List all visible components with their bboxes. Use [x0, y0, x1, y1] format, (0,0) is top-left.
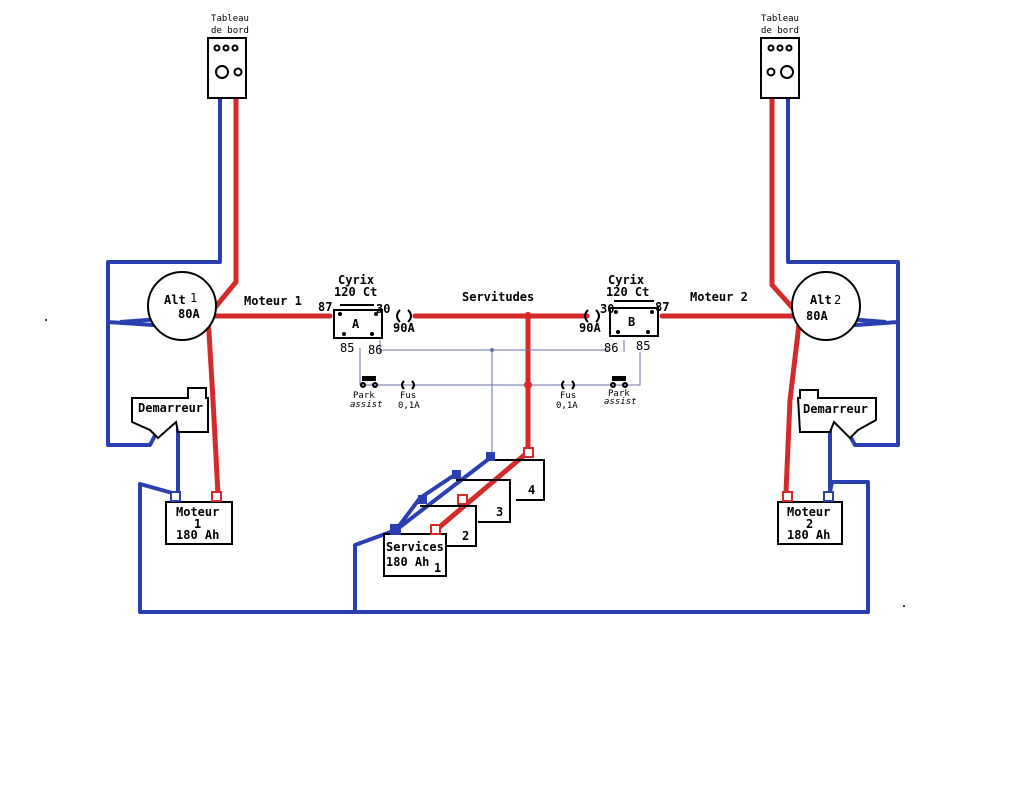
service-battery-1: Services 180 Ah 1	[383, 533, 447, 577]
coupler-a-pin-85: 85	[340, 341, 354, 355]
alternator-left-rating: 80A	[178, 307, 200, 321]
engine-line-left-label: Moteur 1	[244, 294, 302, 308]
park-assist-left-1: Park	[353, 391, 375, 401]
coupler-b-pin-30: 30	[600, 302, 614, 316]
coupler-b: Cyrix 120 Ct B 87 30 85 86 90A	[579, 273, 669, 355]
alternator-left-name: Alt	[164, 293, 186, 307]
starter-left: Demarreur	[131, 387, 209, 440]
battery-engine-right: Moteur 2 180 Ah	[777, 491, 843, 545]
dashboard-left-title-2: de bord	[211, 26, 249, 36]
dashboard-right: Tableau de bord	[760, 14, 800, 99]
small-fuse-right-2: 0,1A	[556, 401, 578, 411]
dashboard-right-title-2: de bord	[761, 26, 799, 36]
battery-left-capacity: 180 Ah	[176, 528, 219, 542]
coupler-a-title-1: Cyrix	[338, 273, 374, 287]
coupler-b-pin-86: 86	[604, 341, 618, 355]
service-battery-capacity: 180 Ah	[386, 555, 429, 569]
service-battery-3-number: 3	[496, 505, 503, 519]
services-line-label: Servitudes	[462, 290, 534, 304]
service-battery-1-number: 1	[434, 561, 441, 575]
engine-line-right-label: Moteur 2	[690, 290, 748, 304]
alternator-left-number: 1	[190, 291, 197, 305]
battery-right-line2: 2	[806, 517, 813, 531]
service-battery-name: Services	[386, 540, 444, 554]
coupler-a-title-2: 120 Ct	[334, 285, 377, 299]
coupler-b-pin-85: 85	[636, 339, 650, 353]
park-assist-left: Park assist	[350, 376, 383, 410]
starter-right-label: Demarreur	[803, 402, 868, 416]
alternator-left: Alt 1 80A	[147, 271, 217, 341]
positive-wiring	[205, 95, 803, 533]
alternator-right-name: Alt	[810, 293, 832, 307]
park-assist-left-2: assist	[350, 400, 383, 410]
battery-left-line1: Moteur	[176, 505, 219, 519]
small-fuse-right-1: Fus	[560, 391, 576, 401]
park-assist-right-1: Park	[608, 389, 630, 399]
battery-right-capacity: 180 Ah	[787, 528, 830, 542]
coupler-a-pin-86: 86	[368, 343, 382, 357]
dashboard-left-title-1: Tableau	[211, 14, 249, 24]
small-fuse-left-1: Fus	[400, 391, 416, 401]
alternator-right: Alt 2 80A	[791, 271, 861, 341]
service-battery-4-number: 4	[528, 483, 535, 497]
starter-left-label: Demarreur	[138, 401, 203, 415]
dashboard-left: Tableau de bord	[207, 14, 249, 99]
battery-right-line1: Moteur	[787, 505, 830, 519]
coupler-a-pin-30: 30	[376, 302, 390, 316]
coupler-b-title-2: 120 Ct	[606, 285, 649, 299]
coupler-b-title-1: Cyrix	[608, 273, 644, 287]
junctions	[490, 312, 532, 389]
coupler-a-fuse: 90A	[393, 321, 415, 335]
battery-engine-left: Moteur 1 180 Ah	[165, 491, 233, 545]
alternator-right-rating: 80A	[806, 309, 828, 323]
service-battery-bank: 4 3 2 Services 180 Ah 1	[383, 447, 545, 577]
signal-wiring	[359, 340, 641, 452]
small-fuse-right: Fus 0,1A	[556, 380, 578, 411]
service-battery-4: 4	[490, 459, 545, 501]
service-battery-2-number: 2	[462, 529, 469, 543]
coupler-a-letter: A	[352, 317, 360, 331]
starter-right: Demarreur	[796, 389, 877, 440]
coupler-b-pin-87: 87	[655, 300, 669, 314]
service-battery-3: 3	[456, 479, 511, 523]
coupler-b-letter: B	[628, 315, 635, 329]
service-battery-2: 2	[420, 505, 477, 547]
dashboard-right-title-1: Tableau	[761, 14, 799, 24]
park-assist-right-2: assist	[604, 397, 637, 407]
small-fuse-left: Fus 0,1A	[398, 380, 420, 411]
park-assist-right: Park assist	[604, 376, 637, 407]
alternator-right-number: 2	[834, 293, 841, 307]
battery-left-line2: 1	[194, 517, 201, 531]
coupler-a: Cyrix 120 Ct A 87 30 85 86 90A	[318, 273, 415, 357]
coupler-a-pin-87: 87	[318, 300, 332, 314]
coupler-b-fuse: 90A	[579, 321, 601, 335]
small-fuse-left-2: 0,1A	[398, 401, 420, 411]
negative-wiring	[106, 98, 900, 614]
